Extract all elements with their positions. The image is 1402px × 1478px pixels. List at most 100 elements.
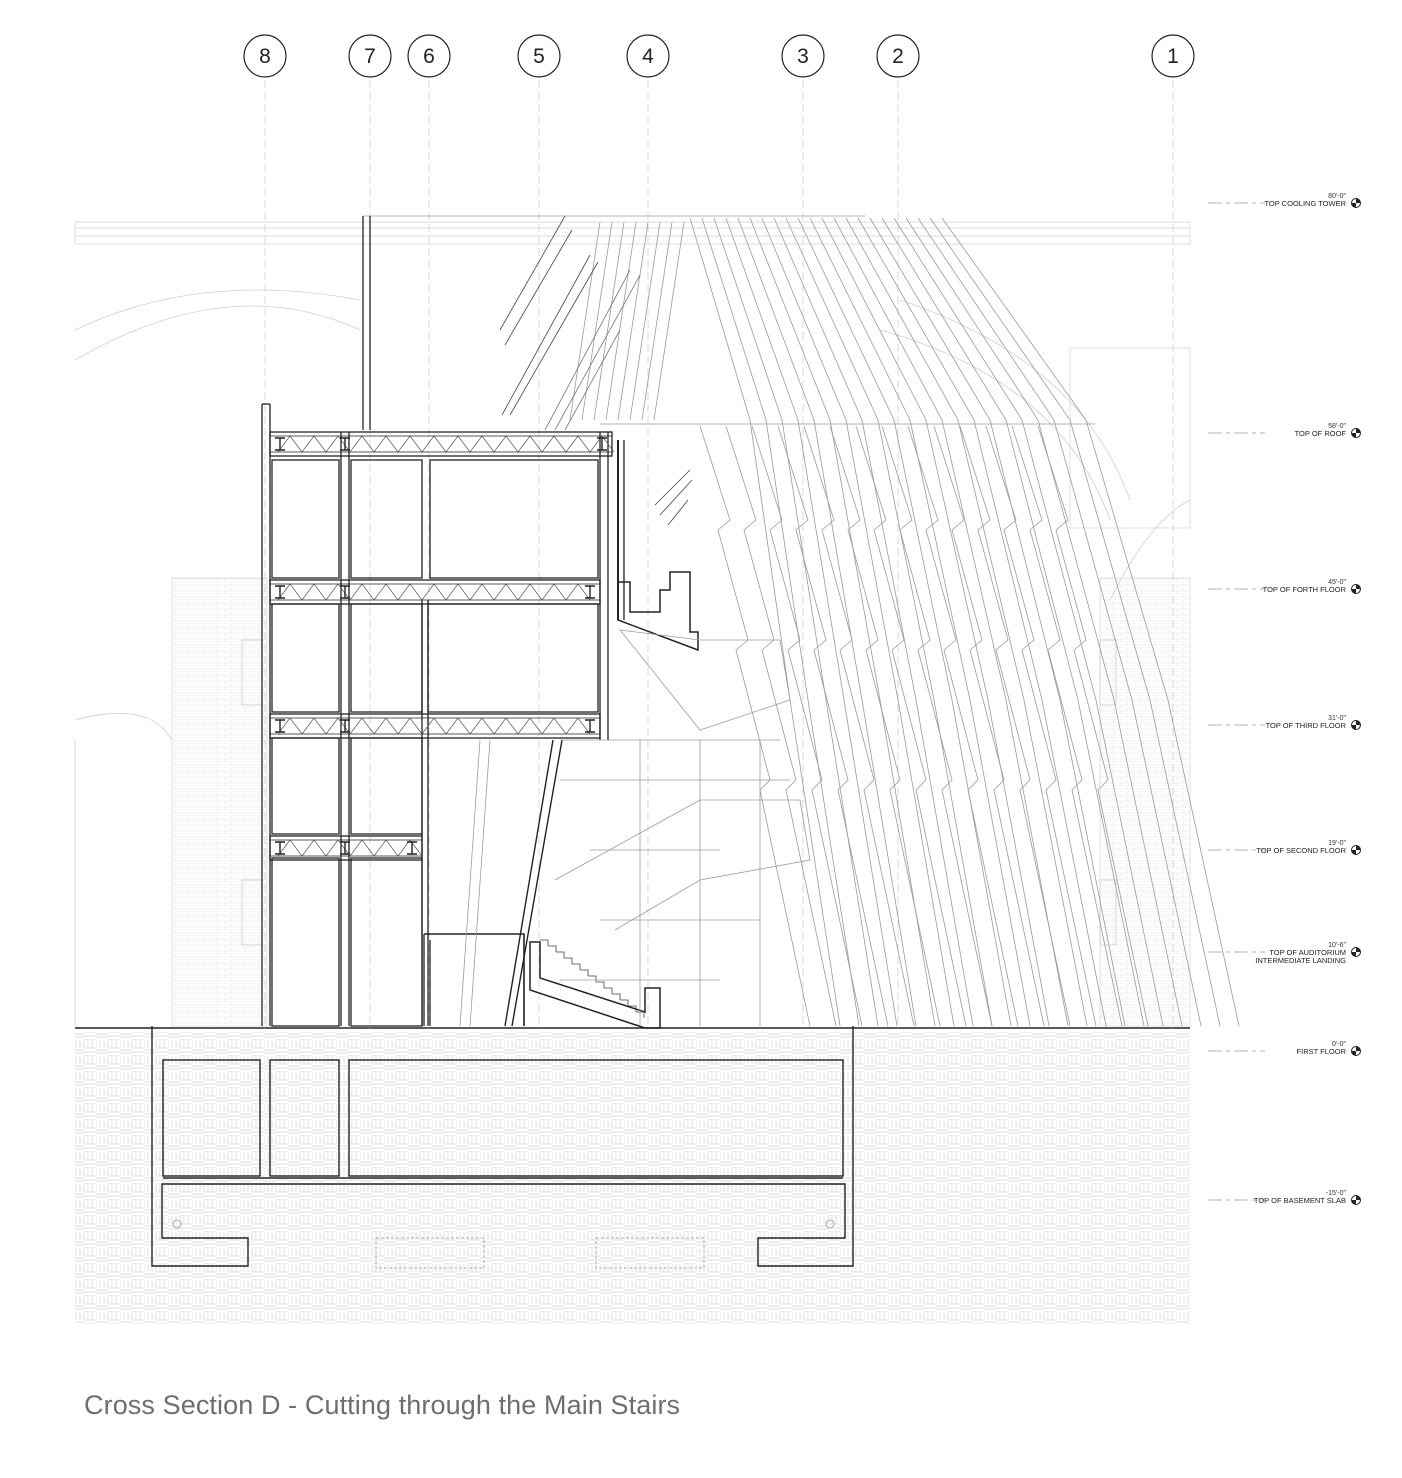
interior-geometry [459, 629, 811, 1027]
steel-beam [275, 719, 285, 733]
facade-step-line [985, 425, 1097, 1027]
floor-slab [269, 431, 613, 457]
level-elevation: 58'-0" [1328, 423, 1346, 430]
facade-panel-line [749, 217, 936, 1027]
facade-panel-line [869, 217, 1126, 1027]
grid-bubble-1: 1 [1151, 34, 1195, 78]
steel-beam [585, 719, 595, 733]
level-marker: -15'-0"TOP OF BASEMENT SLAB [1208, 1190, 1361, 1205]
datum-fill [1351, 1046, 1361, 1056]
slab-truss [277, 839, 423, 857]
steel-beam [275, 437, 285, 451]
steel-beam [585, 585, 595, 599]
facade-panels [363, 215, 1240, 1027]
basement-structure [151, 1026, 854, 1269]
facade-panel-line [833, 217, 1069, 1027]
facade-fin [653, 221, 685, 421]
grid-bubble-circle [1151, 34, 1195, 78]
level-name: FIRST FLOOR [1297, 1047, 1347, 1056]
steel-beam [407, 841, 417, 855]
facade-panel-line [917, 217, 1202, 1027]
level-name: TOP OF AUDITORIUM [1269, 948, 1346, 957]
steel-beam [340, 437, 350, 451]
grid-label: 6 [423, 45, 435, 68]
datum-fill [1351, 198, 1361, 208]
level-name: TOP COOLING TOWER [1264, 199, 1346, 208]
steel-beam [340, 841, 350, 855]
level-marker: 58'-0"TOP OF ROOF [1208, 423, 1361, 438]
slab-truss [277, 717, 591, 735]
grid-lines: 8 7 6 5 4 3 2 1 [243, 34, 1195, 1030]
grid-bubble-6: 6 [407, 34, 451, 78]
slab-truss [277, 435, 615, 453]
level-elevation: 19'-0" [1328, 840, 1346, 847]
grid-bubble-2: 2 [876, 34, 920, 78]
steel-beam [340, 719, 350, 733]
facade-panel-line [785, 217, 993, 1027]
grid-bubble-8: 8 [243, 34, 287, 78]
level-markers: 80'-0"TOP COOLING TOWER 58'-0"TOP OF ROOF… [1208, 193, 1361, 1205]
facade-panel-line [809, 217, 1031, 1027]
facade-panel-line [797, 217, 1012, 1027]
level-marker: 45'-0"TOP OF FORTH FLOOR [1208, 579, 1361, 594]
facade-panel-line [689, 217, 841, 1027]
facade-fin [641, 221, 673, 421]
facade-fin [593, 221, 625, 421]
facade-panel-line [761, 217, 955, 1027]
grid-bubble-4: 4 [626, 34, 670, 78]
facade-panel-line [857, 217, 1107, 1027]
steel-beam [340, 585, 350, 599]
grid-label: 4 [642, 45, 654, 68]
grid-bubble-circle [407, 34, 451, 78]
facade-fin [569, 221, 601, 421]
facade-panel-line [905, 217, 1183, 1027]
facade-panel-line [893, 217, 1164, 1027]
facade-step-line [725, 425, 837, 1027]
facade-step-line [699, 425, 811, 1027]
stair-tread [540, 939, 645, 1018]
facade-panel-line [737, 217, 917, 1027]
grid-label: 5 [533, 45, 545, 68]
facade-step-line [751, 425, 863, 1027]
datum-fill [1351, 584, 1361, 594]
steel-beam [597, 437, 607, 451]
level-marker: 19'-0"TOP OF SECOND FLOOR [1208, 840, 1361, 855]
grid-bubble-7: 7 [348, 34, 392, 78]
datum-fill [1351, 947, 1361, 957]
facade-step-line [829, 425, 941, 1027]
drawing-caption: Cross Section D - Cutting through the Ma… [84, 1390, 681, 1420]
facade-fin [581, 221, 613, 421]
grid-label: 7 [364, 45, 376, 68]
level-name: TOP OF FORTH FLOOR [1263, 585, 1347, 594]
facade-step-line [1011, 425, 1123, 1027]
facade-step-line [881, 425, 993, 1027]
grid-bubble-circle [348, 34, 392, 78]
building-structure [261, 216, 699, 1029]
level-name: TOP OF THIRD FLOOR [1266, 721, 1347, 730]
grid-bubble-circle [626, 34, 670, 78]
grid-label: 3 [797, 45, 809, 68]
facade-step-line [777, 425, 889, 1027]
level-marker: 80'-0"TOP COOLING TOWER [1208, 193, 1361, 208]
grid-label: 8 [259, 45, 271, 68]
floor-slab [269, 713, 601, 739]
datum-fill [1351, 1195, 1361, 1205]
background-context [74, 221, 1191, 1027]
level-elevation: -15'-0" [1326, 1190, 1347, 1197]
facade-step-line [803, 425, 915, 1027]
level-name: TOP OF BASEMENT SLAB [1254, 1196, 1346, 1205]
grid-bubble-circle [781, 34, 825, 78]
facade-step-line [855, 425, 967, 1027]
level-name: TOP OF SECOND FLOOR [1256, 846, 1346, 855]
level-elevation: 0'-0" [1332, 1041, 1346, 1048]
level-elevation: 31'-0" [1328, 715, 1346, 722]
grid-bubble-5: 5 [517, 34, 561, 78]
steel-beam [275, 841, 285, 855]
grid-bubble-circle [243, 34, 287, 78]
datum-fill [1351, 845, 1361, 855]
facade-panel-line [725, 217, 898, 1027]
slab-truss [277, 583, 591, 601]
facade-panel-line [773, 217, 974, 1027]
